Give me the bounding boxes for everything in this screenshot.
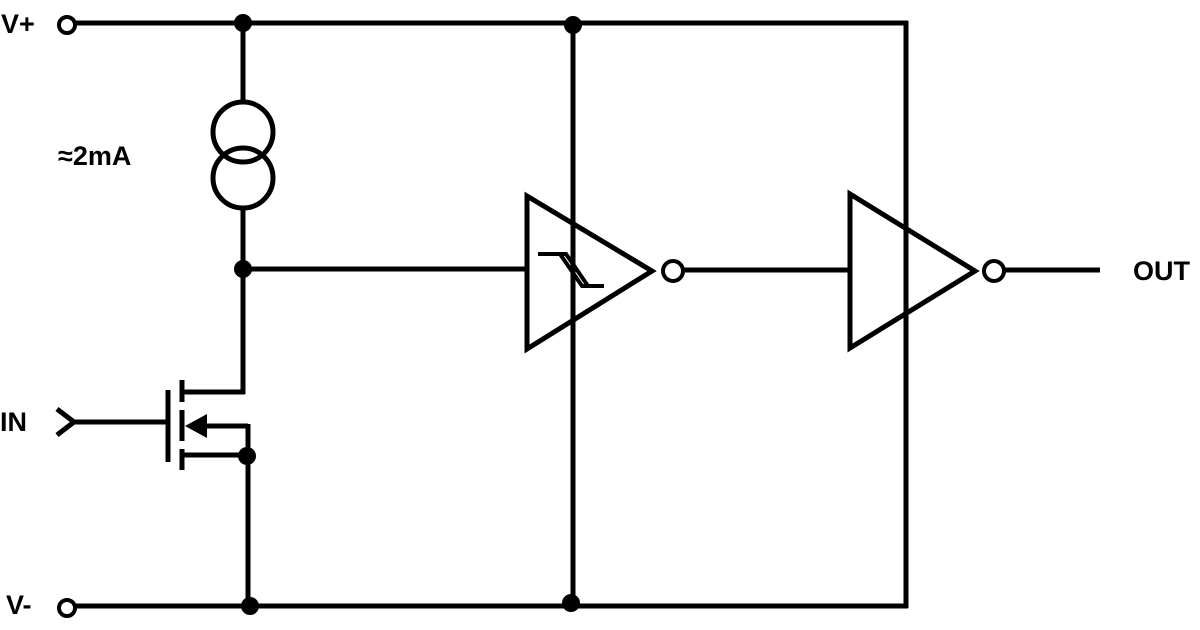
input-label: IN — [0, 407, 27, 437]
hysteresis-icon — [538, 252, 604, 288]
current-label: ≈2mA — [58, 141, 131, 171]
junction-dot — [562, 594, 580, 612]
junction-dot — [241, 597, 259, 615]
vminus-terminal — [57, 598, 77, 618]
junction-dot — [564, 16, 582, 34]
junction-dot — [234, 260, 252, 278]
schmitt-trigger-inverter — [524, 191, 685, 354]
vplus-terminal — [57, 15, 77, 35]
output-label: OUT — [1133, 256, 1191, 286]
vminus-label: V- — [6, 590, 32, 620]
mosfet-arrow-icon — [185, 414, 207, 438]
current-source — [210, 99, 276, 211]
junction-dot — [234, 14, 252, 32]
output-inverter — [847, 189, 1006, 353]
junction-dot — [238, 447, 256, 465]
input-chevron-icon — [55, 407, 79, 437]
vplus-rail — [76, 20, 909, 608]
vplus-label: V+ — [1, 9, 35, 39]
